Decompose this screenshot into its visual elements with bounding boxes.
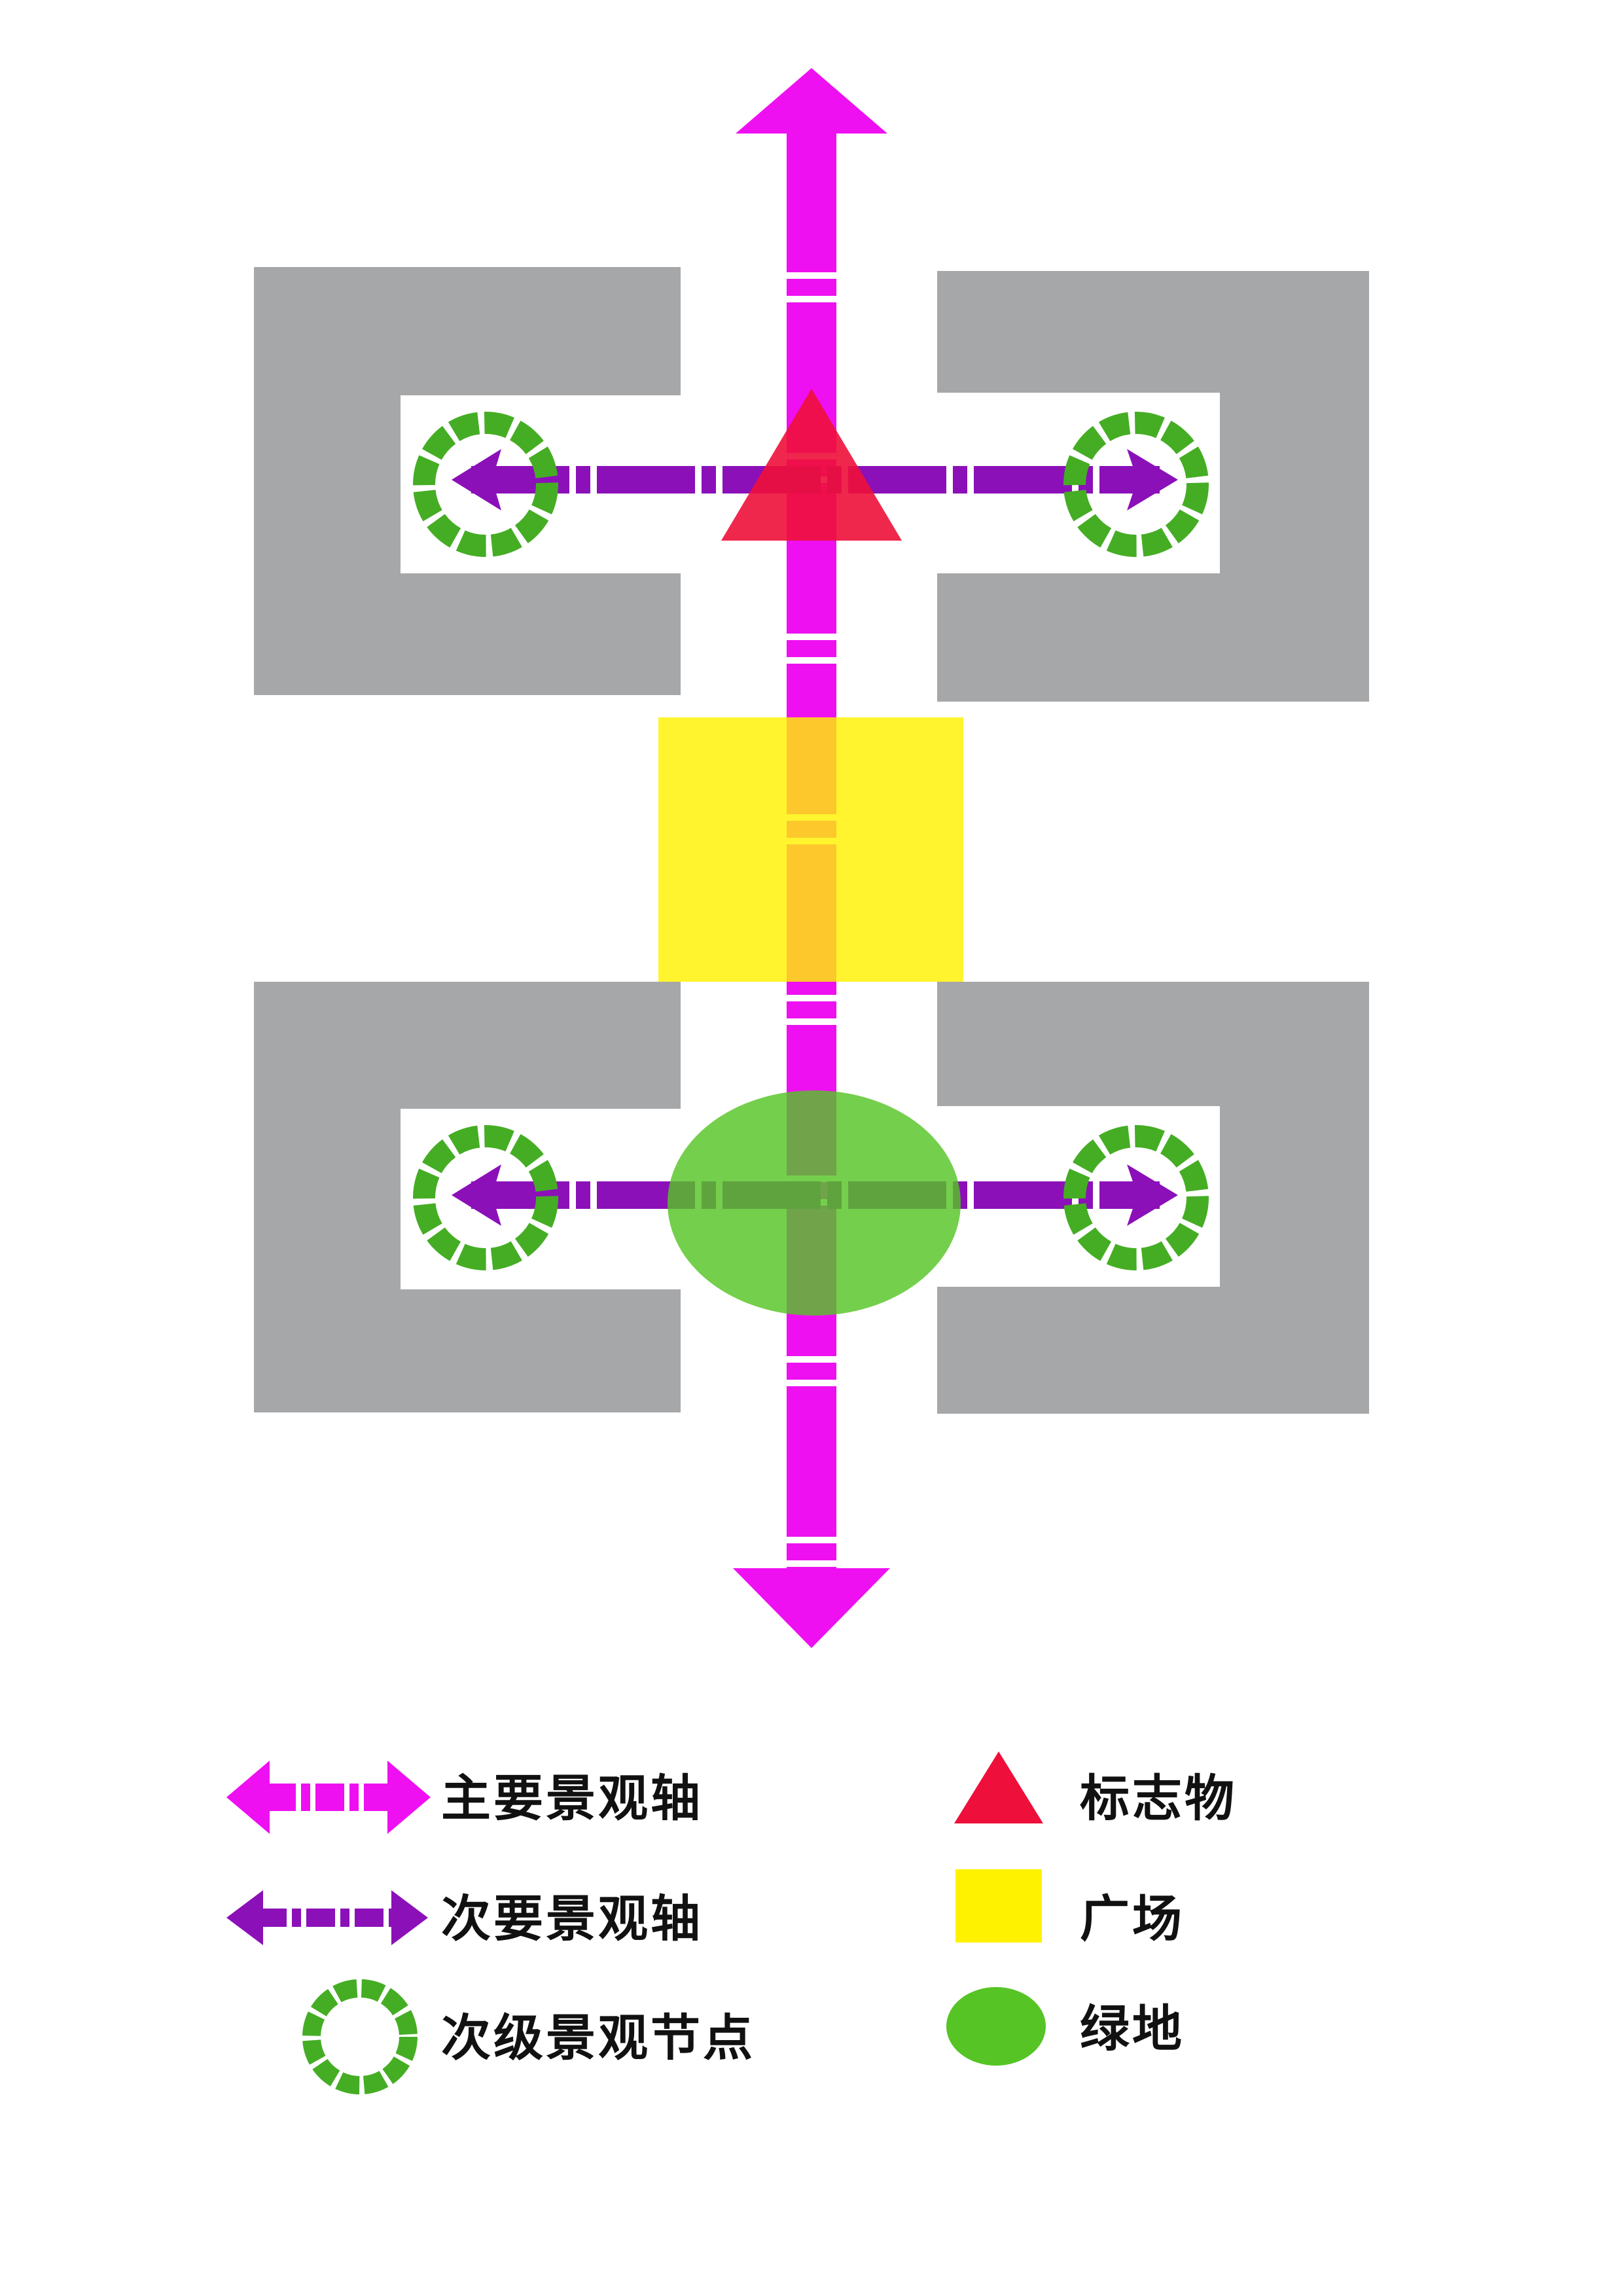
building-top-left xyxy=(254,267,681,695)
legend-green-space-label: 绿地 xyxy=(1080,2000,1185,2058)
legend-landmark-icon xyxy=(954,1751,1043,1823)
legend-secondary-axis-icon xyxy=(226,1890,428,1945)
landmark-triangle xyxy=(721,389,902,541)
legend: 主要景观轴 次要景观轴 次级景观节点 标志物 广场 绿地 xyxy=(226,1751,1237,2094)
legend-green-space-icon xyxy=(946,1987,1046,2066)
building-bottom-right xyxy=(937,982,1369,1414)
building-top-right xyxy=(937,271,1369,702)
legend-secondary-node-label: 次级景观节点 xyxy=(441,2009,755,2067)
legend-plaza-icon xyxy=(955,1869,1042,1943)
legend-landmark-label: 标志物 xyxy=(1080,1769,1237,1827)
primary-axis-arrow-top xyxy=(736,68,887,134)
legend-plaza-label: 广场 xyxy=(1080,1890,1185,1948)
legend-secondary-node-icon xyxy=(302,1979,418,2094)
building-bottom-left xyxy=(254,982,681,1412)
green-space-ellipse xyxy=(668,1090,961,1316)
legend-secondary-axis-label: 次要景观轴 xyxy=(441,1890,703,1948)
legend-primary-axis-icon xyxy=(226,1761,431,1834)
plaza-square xyxy=(658,717,963,982)
primary-axis-arrow-bottom xyxy=(733,1568,890,1648)
legend-primary-axis-label: 主要景观轴 xyxy=(441,1769,703,1827)
